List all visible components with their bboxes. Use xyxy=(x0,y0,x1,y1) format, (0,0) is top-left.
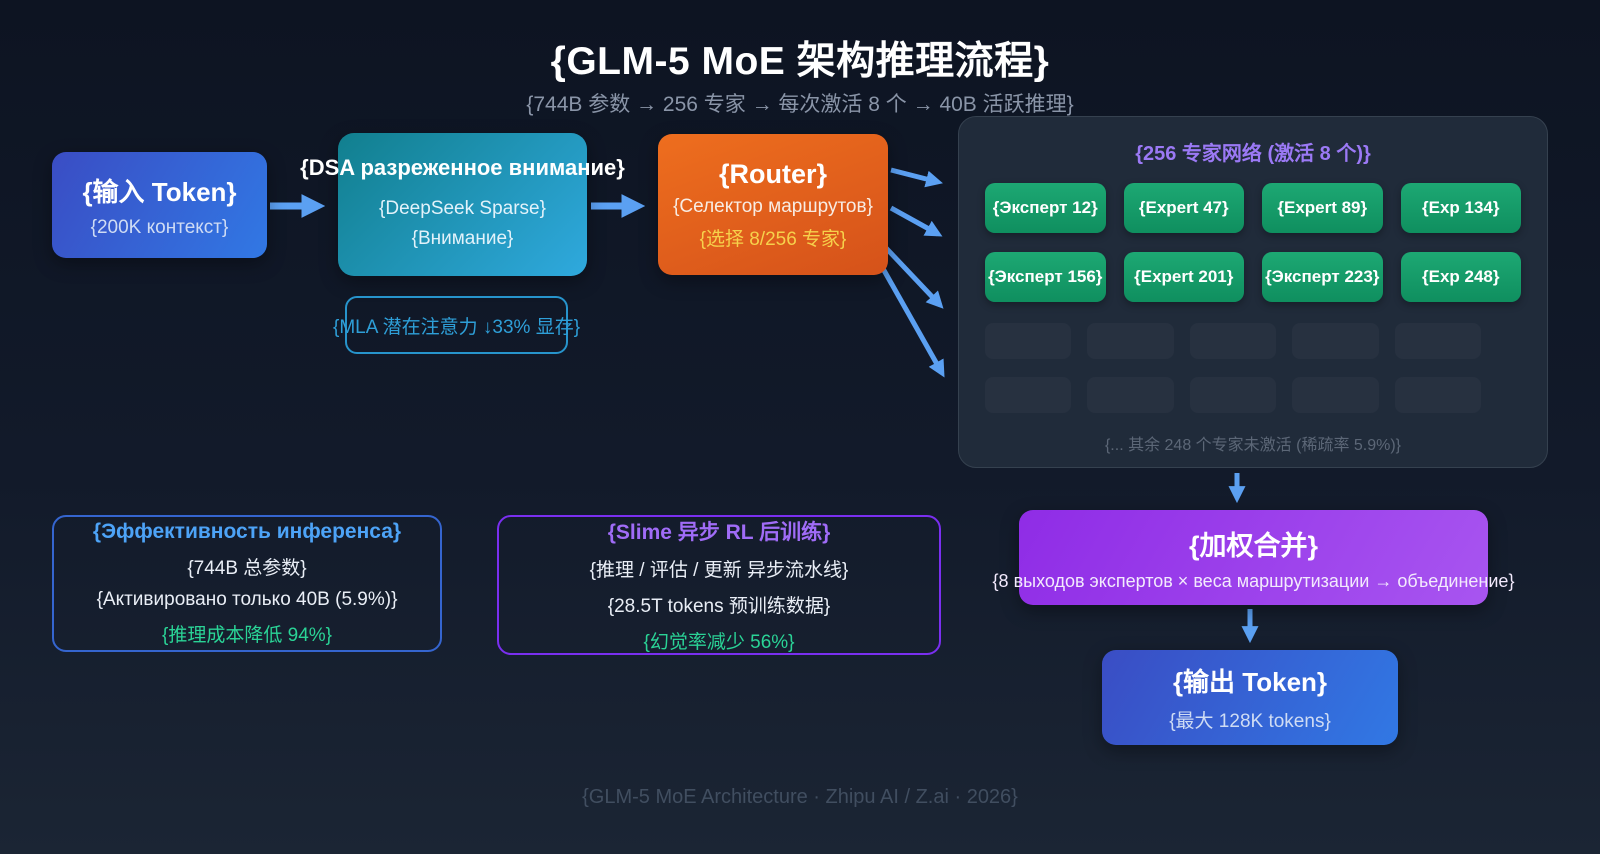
efficiency-line: {744B 总参数} xyxy=(187,558,307,579)
inactive-expert-chip xyxy=(1189,377,1277,413)
slime-title: {Slime 异步 RL 后训练} xyxy=(607,521,831,544)
page-title: {GLM-5 MoE 架构推理流程} xyxy=(550,40,1050,83)
arrow-router-expert-2 xyxy=(889,205,943,237)
inactive-expert-chip xyxy=(1087,377,1174,413)
input-token-node: {输入 Token} {200K контекст} xyxy=(52,152,267,258)
inactive-expert-chip xyxy=(1189,323,1277,359)
expert-chip: {Expert 89} xyxy=(1262,183,1383,233)
arrow-router-expert-3 xyxy=(884,246,944,309)
slime-line: {28.5T tokens 预训练数据} xyxy=(607,596,831,617)
input-token-subtitle: {200K контекст} xyxy=(90,216,229,238)
arrow-router-expert-1 xyxy=(890,167,943,188)
expert-chip: {Expert 47} xyxy=(1123,183,1244,233)
output-token-title: {输出 Token} xyxy=(1172,667,1328,697)
active-experts-row-1: {Эксперт 12} {Expert 47} {Expert 89} {Ex… xyxy=(985,183,1521,233)
inactive-expert-chip xyxy=(1394,377,1482,413)
inactive-expert-chip xyxy=(1292,377,1379,413)
efficiency-title: {Эффективность инференса} xyxy=(92,520,402,543)
inactive-expert-chip xyxy=(985,377,1072,413)
expert-chip: {Эксперт 12} xyxy=(985,183,1106,233)
active-experts-row-2: {Эксперт 156} {Expert 201} {Эксперт 223}… xyxy=(985,252,1521,302)
router-note: {选择 8/256 专家} xyxy=(699,228,847,250)
router-title: {Router} xyxy=(718,158,827,189)
slime-line: {推理 / 评估 / 更新 异步流水线} xyxy=(589,560,849,581)
expert-chip: {Exp 248} xyxy=(1400,252,1521,302)
experts-panel-header: {256 专家网络 (激活 8 个)} xyxy=(1135,143,1371,165)
weighted-merge-node: {加权合并} {8 выходов экспертов × веса маршр… xyxy=(993,510,1514,605)
router-subtitle: {Селектор маршрутов} xyxy=(673,195,873,217)
expert-chip: {Эксперт 156} xyxy=(985,252,1106,302)
inference-efficiency-box: {Эффективность инференса} {744B 总参数} {Ак… xyxy=(52,515,442,652)
output-token-subtitle: {最大 128K tokens} xyxy=(1169,711,1331,732)
inactive-expert-chip xyxy=(985,323,1072,359)
inactive-experts-row-1 xyxy=(985,323,1521,359)
efficiency-highlight: {推理成本降低 94%} xyxy=(162,625,332,646)
router-node: {Router} {Селектор маршрутов} {选择 8/256 … xyxy=(658,134,888,275)
merge-title: {加权合并} xyxy=(1188,530,1318,561)
expert-chip: {Эксперт 223} xyxy=(1262,252,1383,302)
inactive-experts-caption: {... 其余 248 个专家未激活 (稀疏率 5.9%)} xyxy=(1104,437,1402,454)
dsa-attention-node: {DSA разреженное внимание} {DeepSeek Spa… xyxy=(300,133,625,276)
mla-note: {MLA 潜在注意力 ↓33% 显存} xyxy=(333,296,580,354)
dsa-label: {DSA разреженное внимание} xyxy=(300,155,625,180)
inactive-experts-row-2 xyxy=(985,377,1521,413)
efficiency-line: {Активировано только 40B (5.9%)} xyxy=(96,589,398,610)
expert-chip: {Expert 201} xyxy=(1123,252,1244,302)
inactive-expert-chip xyxy=(1087,323,1174,359)
slime-highlight: {幻觉率减少 56%} xyxy=(643,632,795,653)
dsa-line1: {DeepSeek Sparse} xyxy=(379,198,546,219)
footer-caption: {GLM-5 MoE Architecture · Zhipu AI / Z.a… xyxy=(582,786,1018,808)
inactive-expert-chip xyxy=(1394,323,1482,359)
input-token-title: {输入 Token} xyxy=(82,176,237,207)
arrow-router-expert-4 xyxy=(874,256,945,378)
page-subtitle: {744B 参数 → 256 专家 → 每次激活 8 个 → 40B 活跃推理} xyxy=(526,93,1074,116)
slime-rl-box: {Slime 异步 RL 后训练} {推理 / 评估 / 更新 异步流水线} {… xyxy=(497,515,941,655)
merge-subtitle: {8 выходов экспертов × веса маршрутизаци… xyxy=(992,570,1515,591)
expert-chip: {Exp 134} xyxy=(1400,183,1521,233)
output-token-node: {输出 Token} {最大 128K tokens} xyxy=(1102,650,1398,745)
dsa-line2: {Внимание} xyxy=(411,228,514,249)
experts-panel: {256 专家网络 (激活 8 个)} {Эксперт 12} {Expert… xyxy=(958,116,1548,468)
inactive-expert-chip xyxy=(1292,323,1379,359)
